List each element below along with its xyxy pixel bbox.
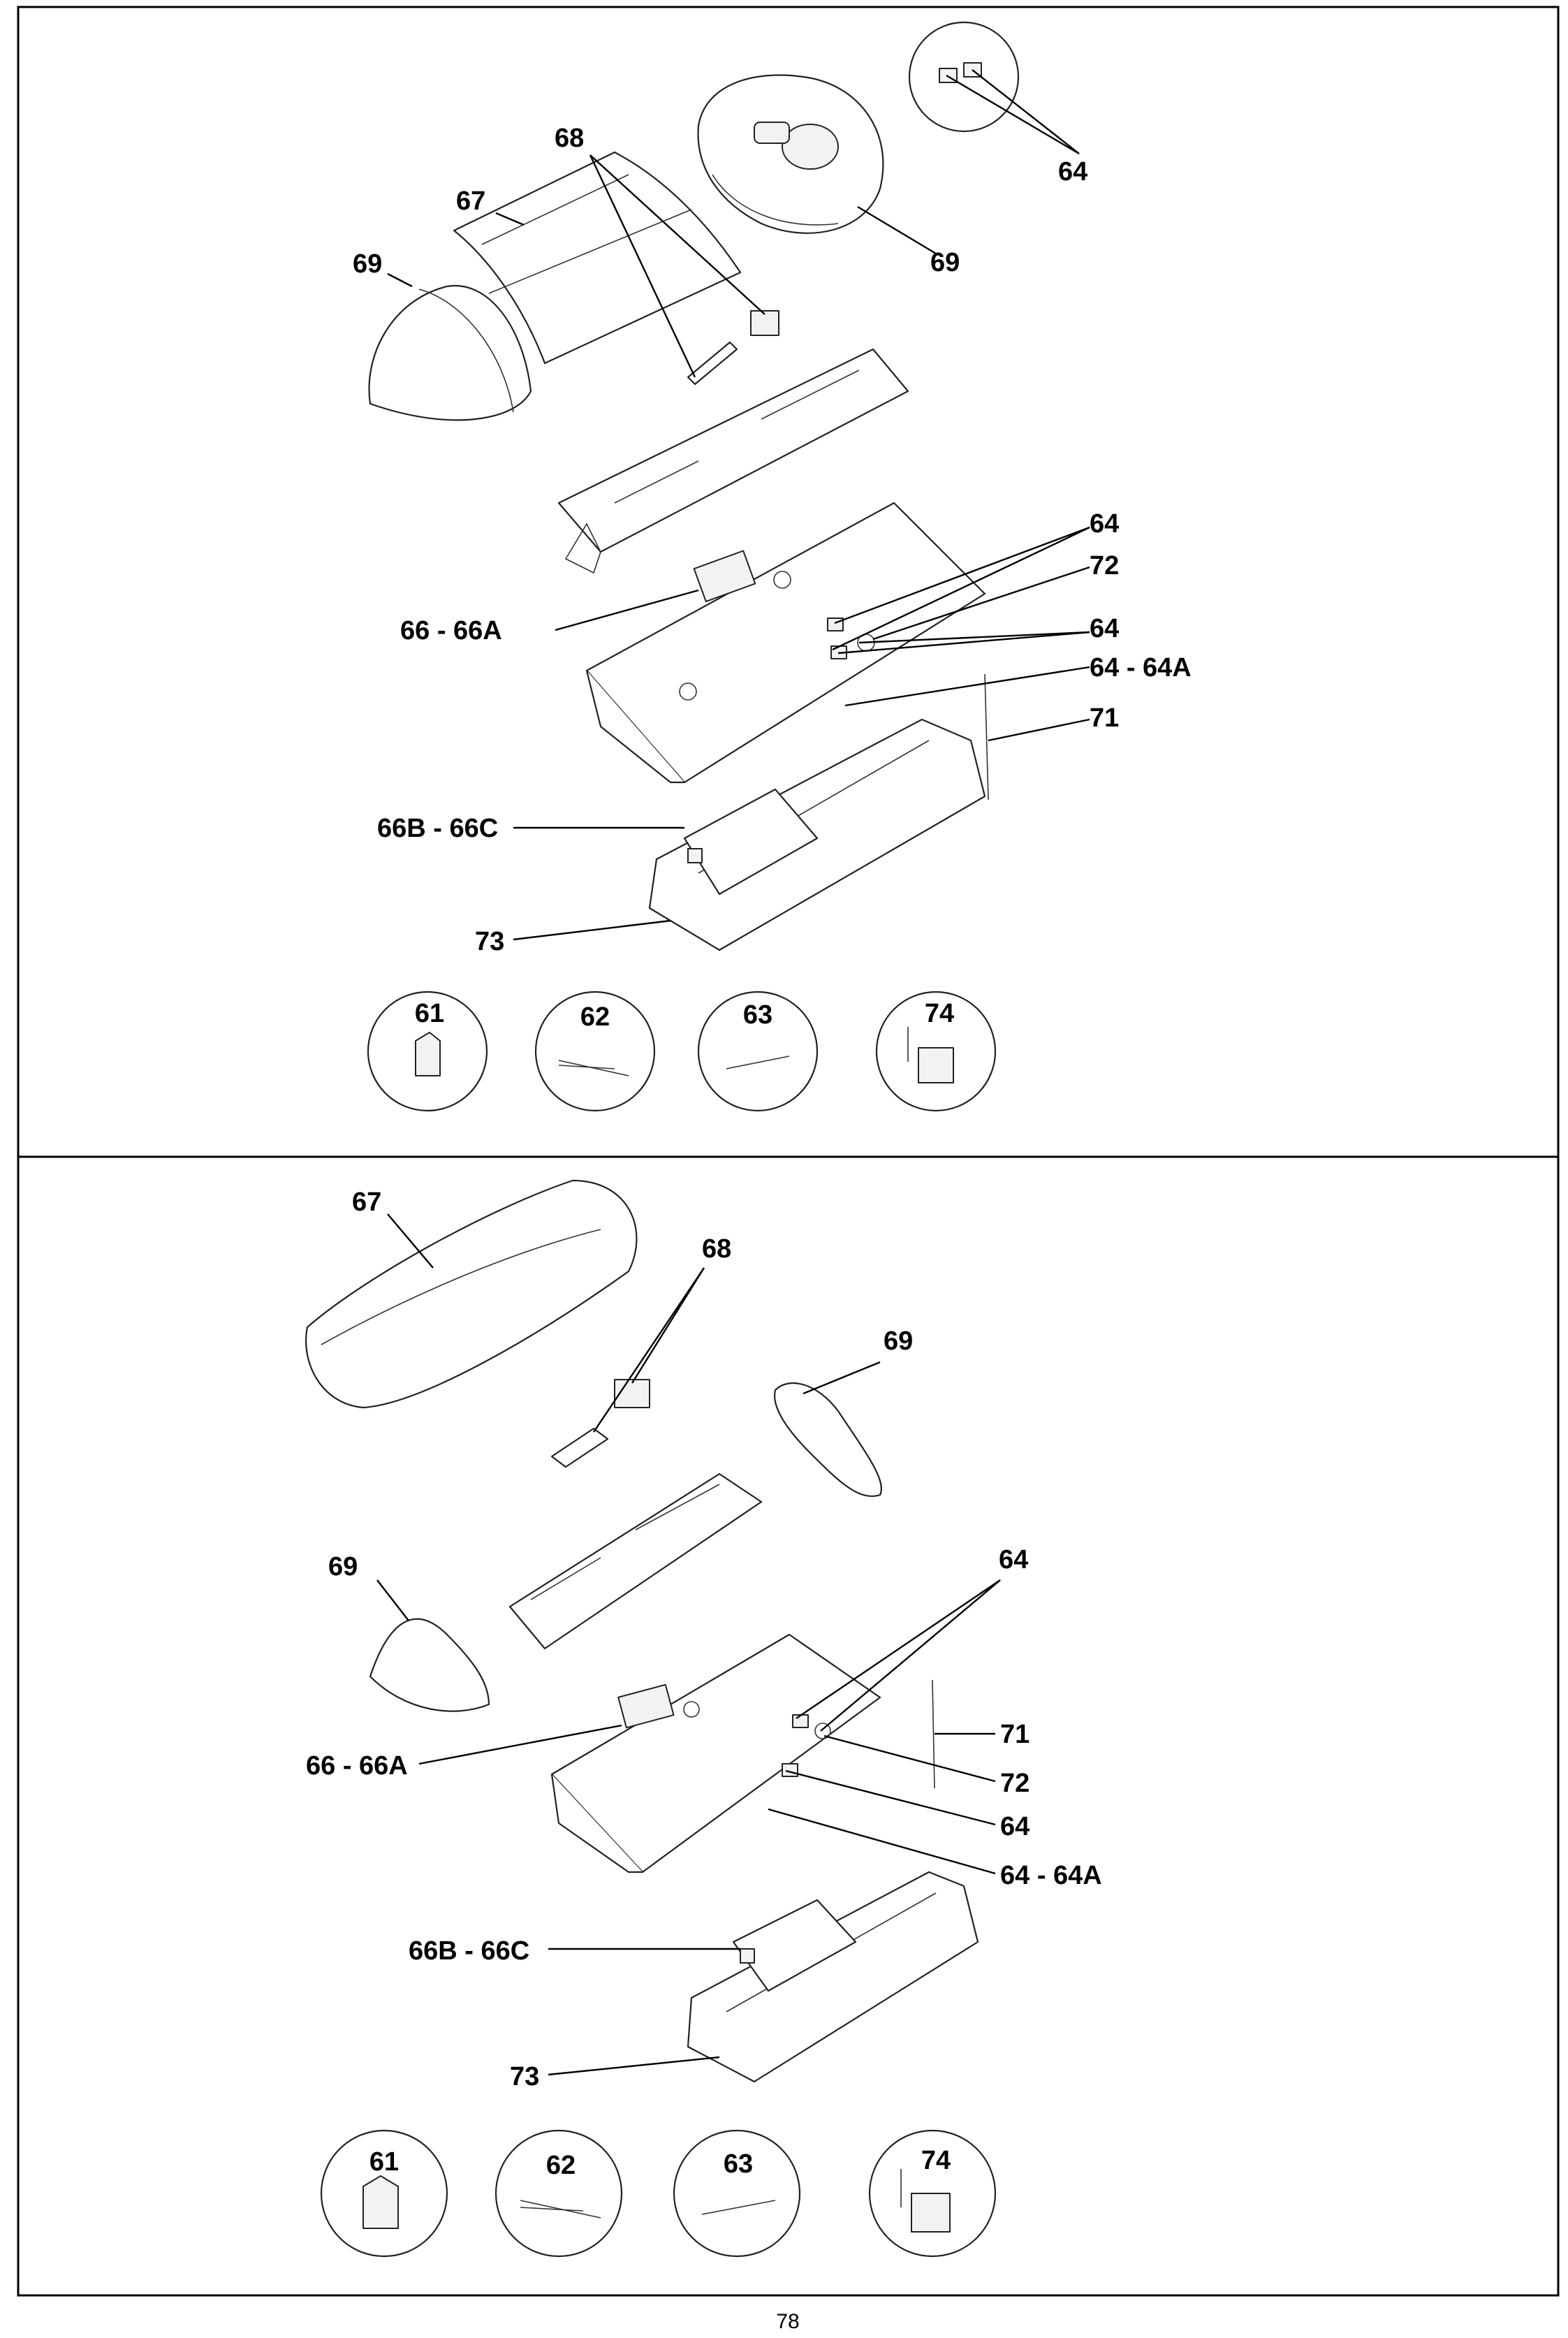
label-64: 64 <box>999 1545 1028 1575</box>
label-66B-66C: 66B - 66C <box>377 814 498 843</box>
part-67-cover <box>453 151 742 365</box>
accessory-circle-63: 63 <box>697 991 819 1112</box>
label-69: 69 <box>353 249 382 279</box>
top-panel: 68 67 69 69 64 64 72 64 64 - 64A 71 66 -… <box>353 21 1192 1112</box>
label-66B-66C: 66B - 66C <box>409 1936 529 1966</box>
label-69: 69 <box>930 248 960 277</box>
part-69-end-cap-left <box>368 284 532 421</box>
page-number: 78 <box>776 2310 799 2333</box>
label-71: 71 <box>1090 703 1119 733</box>
board-66B-66C-top <box>683 788 819 896</box>
label-64: 64 <box>1058 157 1087 187</box>
label-64: 64 <box>1090 509 1119 539</box>
part-69-end-cap-right-bottom <box>774 1382 882 1497</box>
label-69: 69 <box>328 1552 358 1581</box>
label-64-64A: 64 - 64A <box>1000 1861 1102 1890</box>
accessory-circle-62: 62 <box>494 2129 623 2258</box>
accessory-circle-61: 61 <box>320 2129 448 2258</box>
control-panel-box-top <box>585 502 986 784</box>
label-66-66A: 66 - 66A <box>306 1751 408 1781</box>
label-64-64A: 64 - 64A <box>1090 653 1192 682</box>
leader-lines-bottom <box>376 1213 1001 2076</box>
leader-lines-top <box>387 69 1090 941</box>
part-64-detail-circle <box>908 21 1020 133</box>
part-71-wire <box>984 673 989 801</box>
label-71: 71 <box>1000 1720 1030 1749</box>
accessory-circle-63: 63 <box>673 2129 801 2258</box>
part-73-tray-bottom <box>687 1871 979 2083</box>
board-66B-66C-bottom <box>732 1899 857 1992</box>
bottom-panel: 67 68 69 69 64 71 72 64 64 - 64A 66 - 66… <box>305 1179 1102 2258</box>
part-68-connectors-bottom <box>550 1379 650 1468</box>
part-68-connectors <box>687 310 779 386</box>
accessory-circle-74: 74 <box>868 2129 997 2258</box>
part-67-cover-bottom <box>305 1179 638 1409</box>
accessory-circle-74: 74 <box>875 991 997 1112</box>
svg-text:74: 74 <box>921 2146 951 2175</box>
label-67: 67 <box>352 1188 381 1217</box>
label-68: 68 <box>702 1234 731 1264</box>
circuit-board-top <box>557 348 909 574</box>
label-72: 72 <box>1000 1769 1030 1798</box>
part-69-end-cap-left-bottom <box>369 1618 490 1712</box>
control-panel-box-bottom <box>550 1633 881 1873</box>
label-69: 69 <box>884 1327 913 1356</box>
accessory-circle-62: 62 <box>534 991 656 1112</box>
label-67: 67 <box>456 187 485 216</box>
svg-text:63: 63 <box>724 2149 753 2179</box>
label-73: 73 <box>475 927 504 956</box>
part-71-wire-bottom <box>932 1679 935 1789</box>
svg-text:63: 63 <box>743 1000 772 1030</box>
label-64: 64 <box>1090 614 1119 643</box>
label-64: 64 <box>1000 1812 1030 1841</box>
svg-text:62: 62 <box>546 2151 576 2180</box>
svg-text:61: 61 <box>369 2147 399 2177</box>
svg-text:74: 74 <box>925 999 954 1028</box>
part-69-housing-right <box>697 74 884 234</box>
label-66-66A: 66 - 66A <box>400 616 502 645</box>
svg-text:62: 62 <box>580 1002 610 1032</box>
label-68: 68 <box>555 124 584 153</box>
label-72: 72 <box>1090 551 1119 580</box>
circuit-board-bottom <box>508 1473 763 1650</box>
label-73: 73 <box>510 2062 539 2091</box>
bottom-panel-frame <box>17 1155 1560 2297</box>
accessory-circle-61: 61 <box>367 991 488 1112</box>
svg-text:61: 61 <box>415 999 444 1028</box>
